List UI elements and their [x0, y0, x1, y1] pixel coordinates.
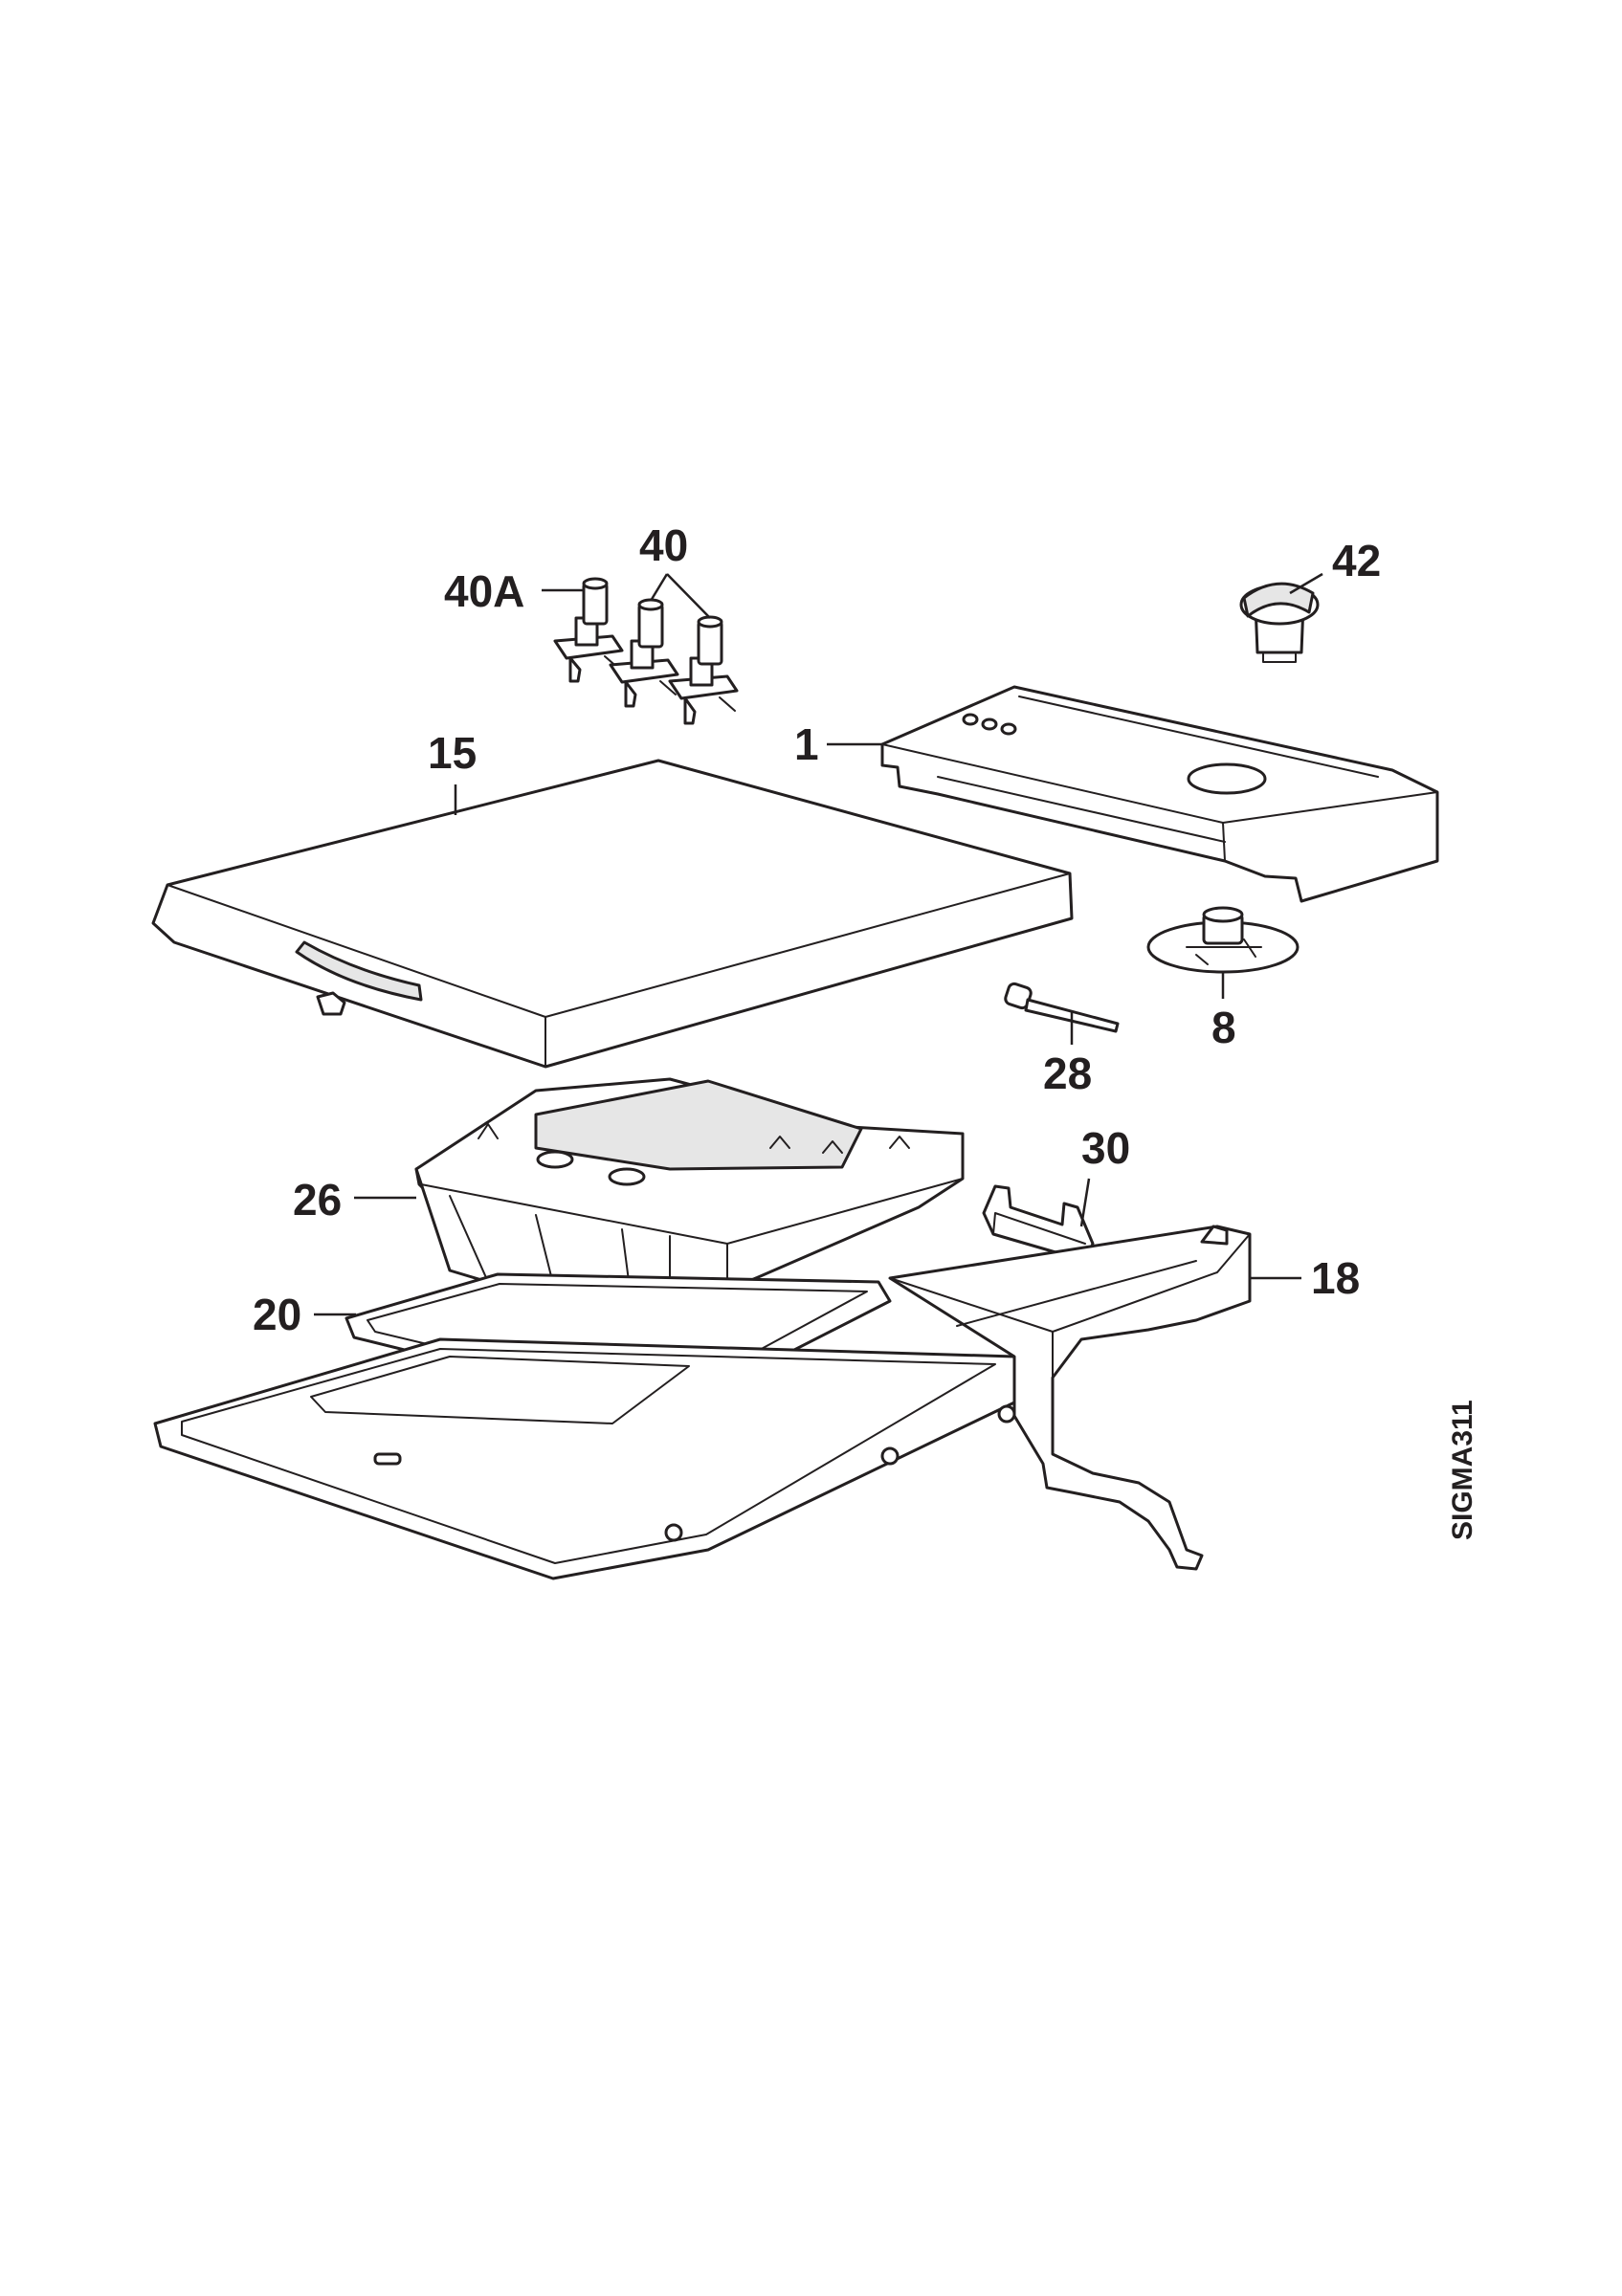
part-40-push-buttons	[553, 577, 739, 725]
callouts: 40A 40 42 15 1 8 28 30 26 18 20	[253, 520, 1381, 1339]
callout-42: 42	[1332, 536, 1381, 585]
part-18-base-frame	[153, 1225, 1252, 1580]
callout-8: 8	[1211, 1003, 1236, 1052]
callout-26: 26	[293, 1175, 342, 1225]
callout-40: 40	[639, 520, 688, 570]
callout-15: 15	[428, 728, 477, 778]
push-button-40-middle	[609, 598, 679, 708]
callout-1: 1	[794, 719, 819, 769]
part-1-control-panel	[880, 685, 1439, 903]
part-42-knob	[1239, 582, 1320, 663]
callout-30: 30	[1081, 1123, 1130, 1173]
part-8-plate	[1146, 906, 1300, 974]
part-15-top-lid	[151, 759, 1074, 1069]
push-button-40a	[553, 577, 624, 683]
push-button-40-right	[668, 615, 739, 725]
callout-18: 18	[1311, 1253, 1360, 1303]
callout-40a: 40A	[444, 566, 524, 616]
callout-20: 20	[253, 1290, 301, 1339]
callout-28: 28	[1043, 1049, 1092, 1098]
drawing-code: SIGMA311	[1447, 1400, 1478, 1540]
part-28-pin	[1004, 982, 1120, 1033]
leader-lines	[314, 572, 1323, 1316]
